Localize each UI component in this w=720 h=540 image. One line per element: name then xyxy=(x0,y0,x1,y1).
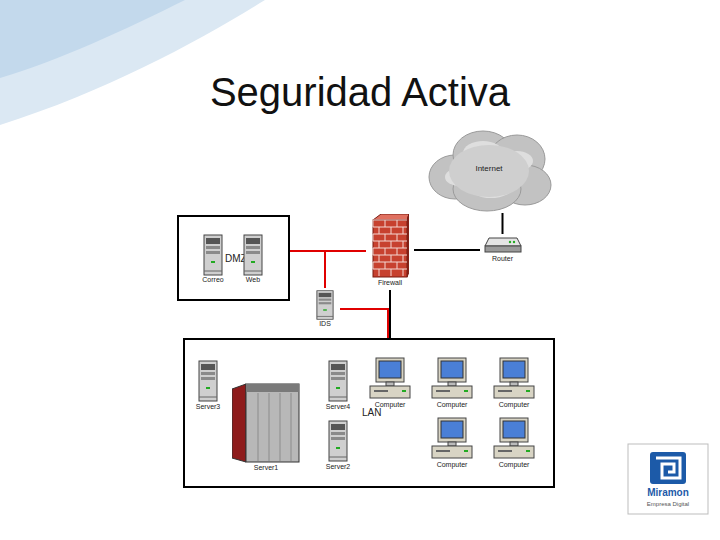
device-label: Computer xyxy=(366,401,414,409)
zone-box: DMZ Correo Web xyxy=(177,215,290,301)
logo-mark xyxy=(656,458,680,478)
device-label: IDS xyxy=(310,320,340,328)
network-device: Firewall xyxy=(366,212,414,290)
logo-mark xyxy=(650,452,686,484)
wall-icon xyxy=(371,214,409,278)
network-device: Computer xyxy=(428,355,476,413)
device-label: Internet xyxy=(425,165,553,174)
network-link xyxy=(502,213,504,234)
device-label: Web xyxy=(238,276,268,284)
network-device: Computer xyxy=(366,355,414,413)
network-link xyxy=(389,290,391,338)
network-device: Server1 xyxy=(230,381,302,473)
tower-icon xyxy=(328,360,348,402)
router-icon xyxy=(484,236,522,254)
device-label: Server3 xyxy=(188,403,228,411)
device-label: Router xyxy=(480,255,525,263)
pc-icon xyxy=(368,357,412,401)
device-label: Computer xyxy=(490,401,538,409)
big-icon xyxy=(232,383,300,463)
network-device: Computer xyxy=(490,415,538,473)
tower-icon xyxy=(203,234,223,276)
device-label: Server2 xyxy=(318,463,358,471)
device-label: Firewall xyxy=(366,279,414,287)
device-label: Server4 xyxy=(318,403,358,411)
pc-icon xyxy=(492,357,536,401)
pc-icon xyxy=(492,417,536,461)
network-link xyxy=(325,251,366,288)
network-device: Server2 xyxy=(318,418,358,474)
network-device: Computer xyxy=(428,415,476,473)
zone-label: LAN xyxy=(362,407,381,418)
network-device: Web xyxy=(238,232,268,286)
network-device: Internet xyxy=(425,125,553,213)
pc-icon xyxy=(430,357,474,401)
device-label: Computer xyxy=(490,461,538,469)
pc-icon xyxy=(430,417,474,461)
logo-text: Miramon xyxy=(628,487,708,498)
network-device: Router xyxy=(480,234,525,266)
tower-icon xyxy=(198,360,218,402)
tower-icon xyxy=(243,234,263,276)
network-device: Correo xyxy=(198,232,228,286)
network-device: Computer xyxy=(490,355,538,413)
device-label: Server1 xyxy=(230,464,302,472)
network-device: Server4 xyxy=(318,358,358,414)
tower-icon xyxy=(328,420,348,462)
slide-title: Seguridad Activa xyxy=(160,70,560,115)
zone-label: DMZ xyxy=(225,253,247,264)
network-link xyxy=(414,249,480,251)
network-device: IDS xyxy=(310,288,340,330)
device-label: Computer xyxy=(428,401,476,409)
swoosh xyxy=(0,0,185,78)
device-label: Correo xyxy=(198,276,228,284)
device-label: Computer xyxy=(428,461,476,469)
logo-frame xyxy=(628,444,708,514)
logo-text: Empresa Digital xyxy=(628,501,708,507)
tower-icon xyxy=(316,290,334,320)
zone-box: LANServer3Server1Server4ComputerComputer… xyxy=(183,338,555,488)
network-device: Server3 xyxy=(188,358,228,414)
network-link xyxy=(340,309,388,338)
